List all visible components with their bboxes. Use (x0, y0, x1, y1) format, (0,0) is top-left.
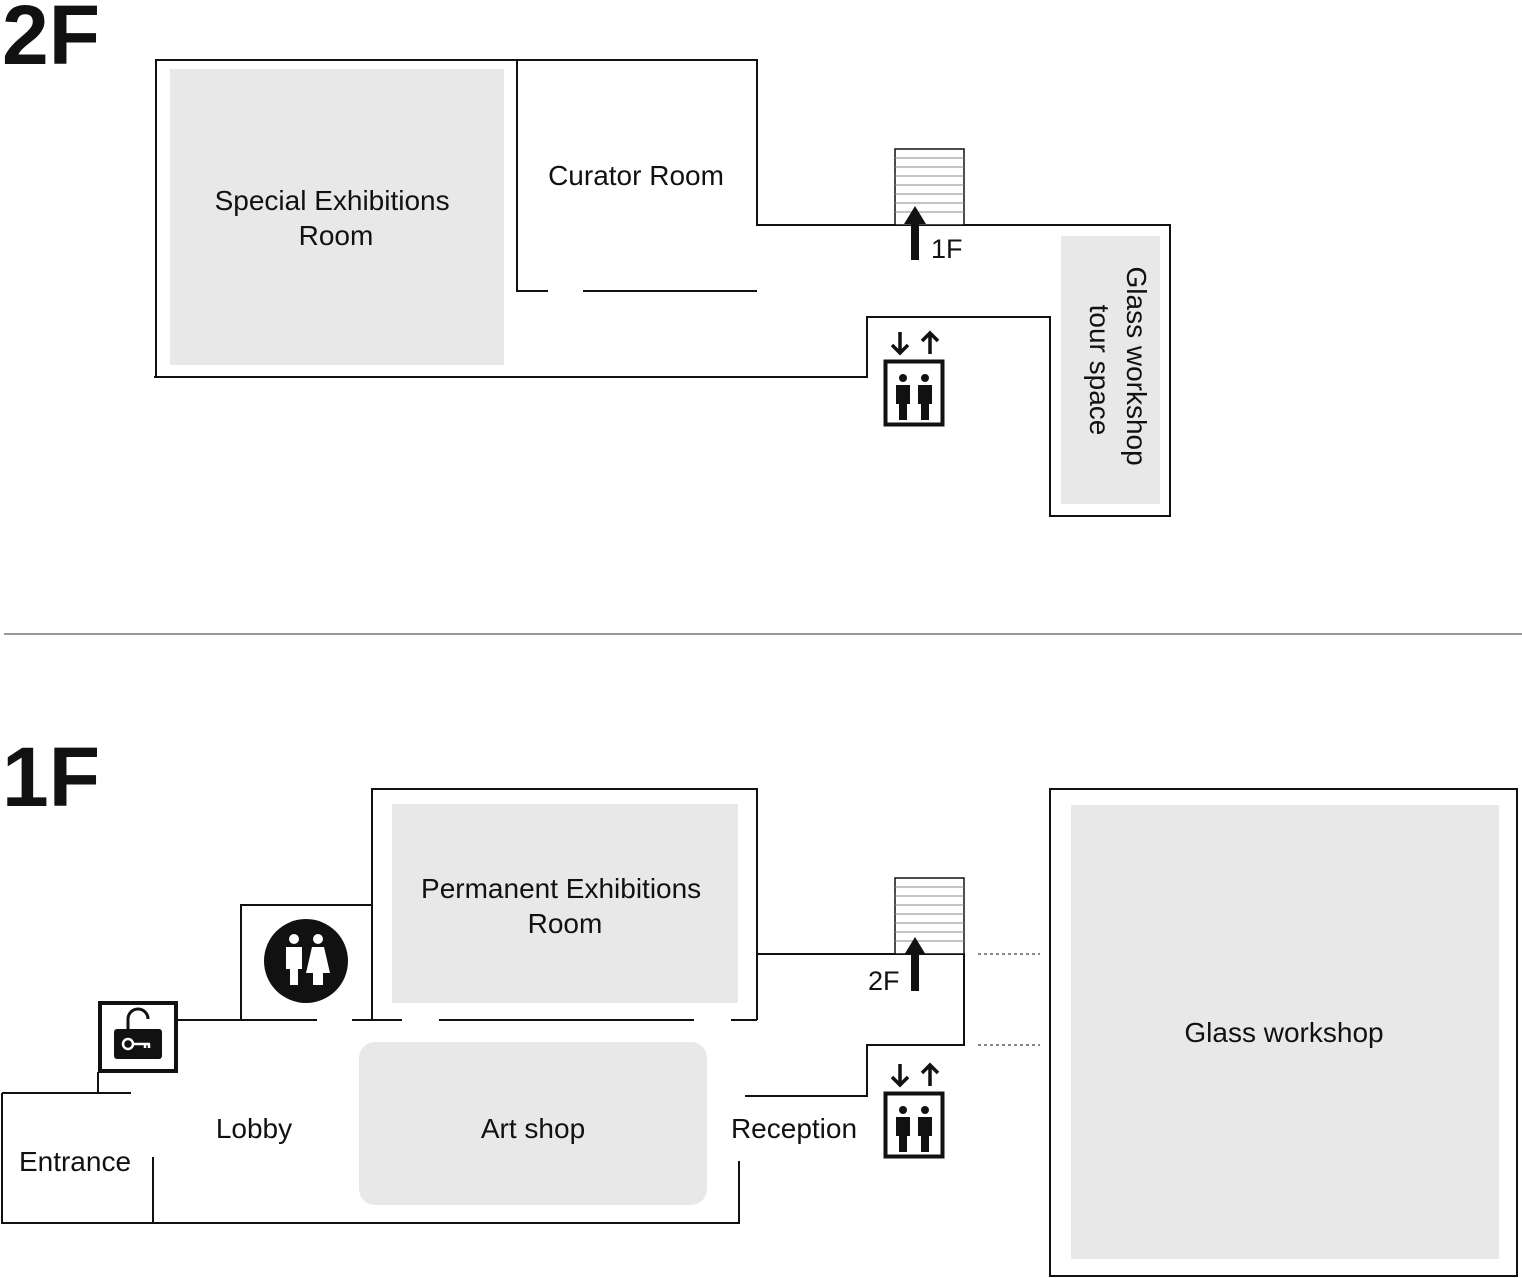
stairs-to-2f-label: 2F (868, 966, 900, 996)
floor-1f: 1F Permanent Exhibitions Room Art shop L… (1, 730, 1518, 1277)
permanent-exhibitions-room-label: Permanent Exhibitions Room (421, 873, 709, 939)
glass-workshop-tour-space[interactable] (1061, 236, 1160, 504)
walkway-connector (978, 953, 1040, 1046)
stairs-icon[interactable] (894, 877, 965, 955)
glass-workshop-walls (1049, 788, 1518, 1277)
elevator-icon[interactable] (883, 330, 945, 427)
floor-label-2f: 2F (2, 0, 100, 82)
curator-room-label: Curator Room (548, 160, 724, 191)
stairs-icon[interactable] (894, 148, 965, 226)
stairs-to-1f-label: 1F (931, 234, 963, 264)
lobby-label: Lobby (216, 1113, 292, 1144)
permanent-exhibitions-room[interactable] (392, 804, 738, 1003)
art-shop-label: Art shop (481, 1113, 585, 1144)
glass-workshop-label: Glass workshop (1184, 1017, 1383, 1048)
special-exhibitions-room[interactable] (170, 69, 504, 365)
floor-2f-walls (154, 59, 1171, 517)
up-arrow-icon (904, 937, 926, 991)
glass-workshop-tour-space-label: Glass workshop tour space (1084, 267, 1152, 474)
restroom-icon[interactable] (264, 919, 348, 1003)
locker-icon[interactable] (98, 1001, 178, 1073)
floor-2f: 2F Special Exhibitions Room Curator Room… (2, 0, 1171, 517)
floor-label-1f: 1F (2, 730, 100, 824)
elevator-icon[interactable] (883, 1062, 945, 1159)
reception-label: Reception (731, 1113, 857, 1144)
special-exhibitions-room-label: Special Exhibitions Room (215, 185, 458, 251)
curator-room-walls (516, 60, 757, 292)
glass-workshop-room[interactable] (1071, 805, 1499, 1259)
up-arrow-icon (904, 206, 926, 260)
floor-1f-walls (1, 788, 965, 1224)
entrance-label: Entrance (19, 1146, 131, 1177)
art-shop[interactable] (359, 1042, 707, 1205)
